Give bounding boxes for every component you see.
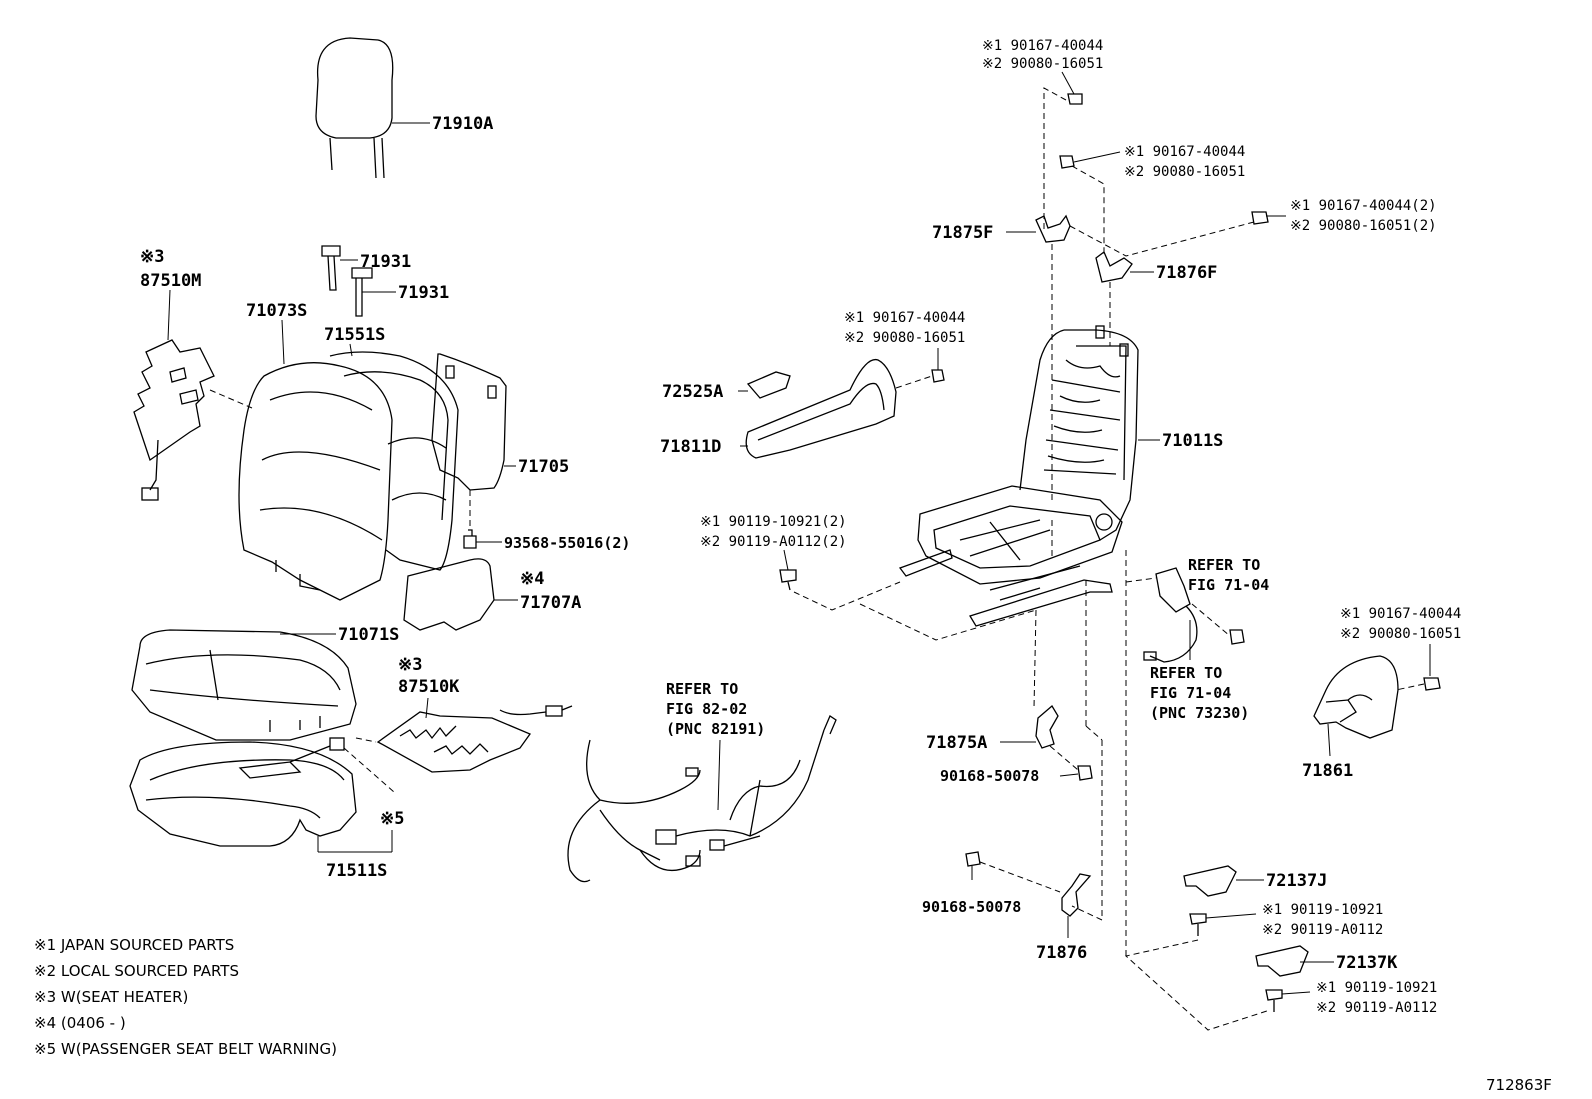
diagram-id: 712863F (1486, 1076, 1552, 1094)
rail-cover-j-drawing (1124, 550, 1271, 1031)
part-label-screw-90168-a: 90168-50078 (940, 767, 1039, 785)
wire-harness-drawing (567, 715, 837, 883)
cushion-cover-drawing (131, 629, 357, 741)
belt-ref-a-1: REFER TO (1188, 556, 1260, 574)
screw-top-2: ※2 90080-16051 (982, 56, 1103, 72)
part-label-cushion-pad: 71511S (326, 861, 387, 881)
upper-screw-drawing (1059, 151, 1121, 254)
hinge-cover-f2-drawing (1095, 250, 1154, 283)
seat-frame-drawing (898, 244, 1160, 627)
part-label-cushion-heater: 87510K (398, 677, 460, 697)
cover-71861-drawing (1313, 644, 1441, 757)
clip-drawing (463, 490, 502, 549)
part-label-frame: 71011S (1162, 431, 1223, 451)
rail-bolt-drawing (779, 549, 1037, 641)
note-cushion-heater: ※3 (398, 655, 422, 675)
legend-item: ※1 JAPAN SOURCED PARTS (34, 936, 234, 954)
part-label-headrest: 71910A (432, 114, 493, 134)
screw-j-1: ※1 90119-10921 (1262, 902, 1383, 918)
screw-right-2: ※2 90080-16051(2) (1290, 218, 1437, 234)
note-sensor: ※5 (380, 809, 404, 829)
rail-cover-k-drawing (1255, 945, 1334, 1012)
part-label-rail-cover-k: 72137K (1336, 953, 1398, 973)
screw-cover61-1: ※1 90167-40044 (1340, 606, 1461, 622)
screw-k-2: ※2 90119-A0112 (1316, 1000, 1437, 1016)
back-board-drawing (431, 353, 516, 491)
part-label-guide-2: 71931 (398, 283, 449, 303)
belt-ref-b-1: REFER TO (1150, 664, 1222, 682)
guide-drawing (321, 245, 396, 317)
note-back-panel: ※4 (520, 569, 544, 589)
belt-ref-b-3: (PNC 73230) (1150, 704, 1249, 722)
part-label-shield: 71811D (660, 437, 721, 457)
note-back-heater: ※3 (140, 247, 164, 267)
part-label-cushion-cover: 71071S (338, 625, 399, 645)
wire-ref-line-3: (PNC 82191) (666, 720, 765, 738)
screw-k-1: ※1 90119-10921 (1316, 980, 1437, 996)
trim-cover-drawing (738, 371, 791, 399)
part-label-back-cover: 71073S (246, 301, 307, 321)
cushion-heater-drawing (355, 697, 573, 773)
screw-right-1: ※1 90167-40044(2) (1290, 198, 1437, 214)
back-heater-drawing (133, 289, 253, 501)
part-label-back-board: 71705 (518, 457, 569, 477)
hinge-cover-b-drawing (965, 851, 1092, 938)
top-screw-drawing (1043, 71, 1083, 232)
part-label-rail-cover-j: 72137J (1266, 871, 1327, 891)
wire-ref-line-1: REFER TO (666, 680, 738, 698)
part-label-screw-90168-b: 90168-50078 (922, 898, 1021, 916)
legend-item: ※3 W(SEAT HEATER) (34, 988, 188, 1006)
legend: ※1 JAPAN SOURCED PARTS ※2 LOCAL SOURCED … (34, 936, 337, 1058)
part-label-hinge-cover-f: 71875F (932, 223, 993, 243)
cushion-pad-drawing (129, 737, 395, 853)
part-label-guide-1: 71931 (360, 252, 411, 272)
legend-item: ※4 (0406 - ) (34, 1014, 126, 1032)
screw-upper-1: ※1 90167-40044 (1124, 144, 1245, 160)
part-label-cover-71861: 71861 (1302, 761, 1353, 781)
part-label-back-panel: 71707A (520, 593, 581, 613)
right-screw-drawing (1069, 211, 1286, 257)
shield-drawing (740, 348, 945, 459)
wire-ref-line-2: FIG 82-02 (666, 700, 747, 718)
screw-upper-2: ※2 90080-16051 (1124, 164, 1245, 180)
legend-item: ※2 LOCAL SOURCED PARTS (34, 962, 239, 980)
hinge-cover-a-drawing (1000, 520, 1103, 921)
part-label-trim-cover: 72525A (662, 382, 723, 402)
screw-shield-1: ※1 90167-40044 (844, 310, 965, 326)
hinge-cover-f-drawing (1006, 214, 1071, 243)
back-panel-drawing (403, 558, 518, 631)
belt-buckle-drawing (1125, 567, 1245, 663)
part-label-hinge-cover-b: 71876 (1036, 943, 1087, 963)
screw-top-1: ※1 90167-40044 (982, 38, 1103, 54)
headrest-drawing (315, 37, 430, 179)
belt-ref-b-2: FIG 71-04 (1150, 684, 1231, 702)
legend-item: ※5 W(PASSENGER SEAT BELT WARNING) (34, 1040, 337, 1058)
screw-cover61-2: ※2 90080-16051 (1340, 626, 1461, 642)
back-cover-drawing (238, 319, 459, 601)
screw-j-2: ※2 90119-A0112 (1262, 922, 1383, 938)
screw-rail-2: ※2 90119-A0112(2) (700, 534, 847, 550)
screw-shield-2: ※2 90080-16051 (844, 330, 965, 346)
part-label-clip: 93568-55016(2) (504, 534, 630, 552)
part-label-hinge-cover-a: 71875A (926, 733, 987, 753)
screw-rail-1: ※1 90119-10921(2) (700, 514, 847, 530)
part-label-back-pad: 71551S (324, 325, 385, 345)
part-label-back-heater: 87510M (140, 271, 201, 291)
part-label-hinge-cover-f2: 71876F (1156, 263, 1217, 283)
belt-ref-a-2: FIG 71-04 (1188, 576, 1269, 594)
